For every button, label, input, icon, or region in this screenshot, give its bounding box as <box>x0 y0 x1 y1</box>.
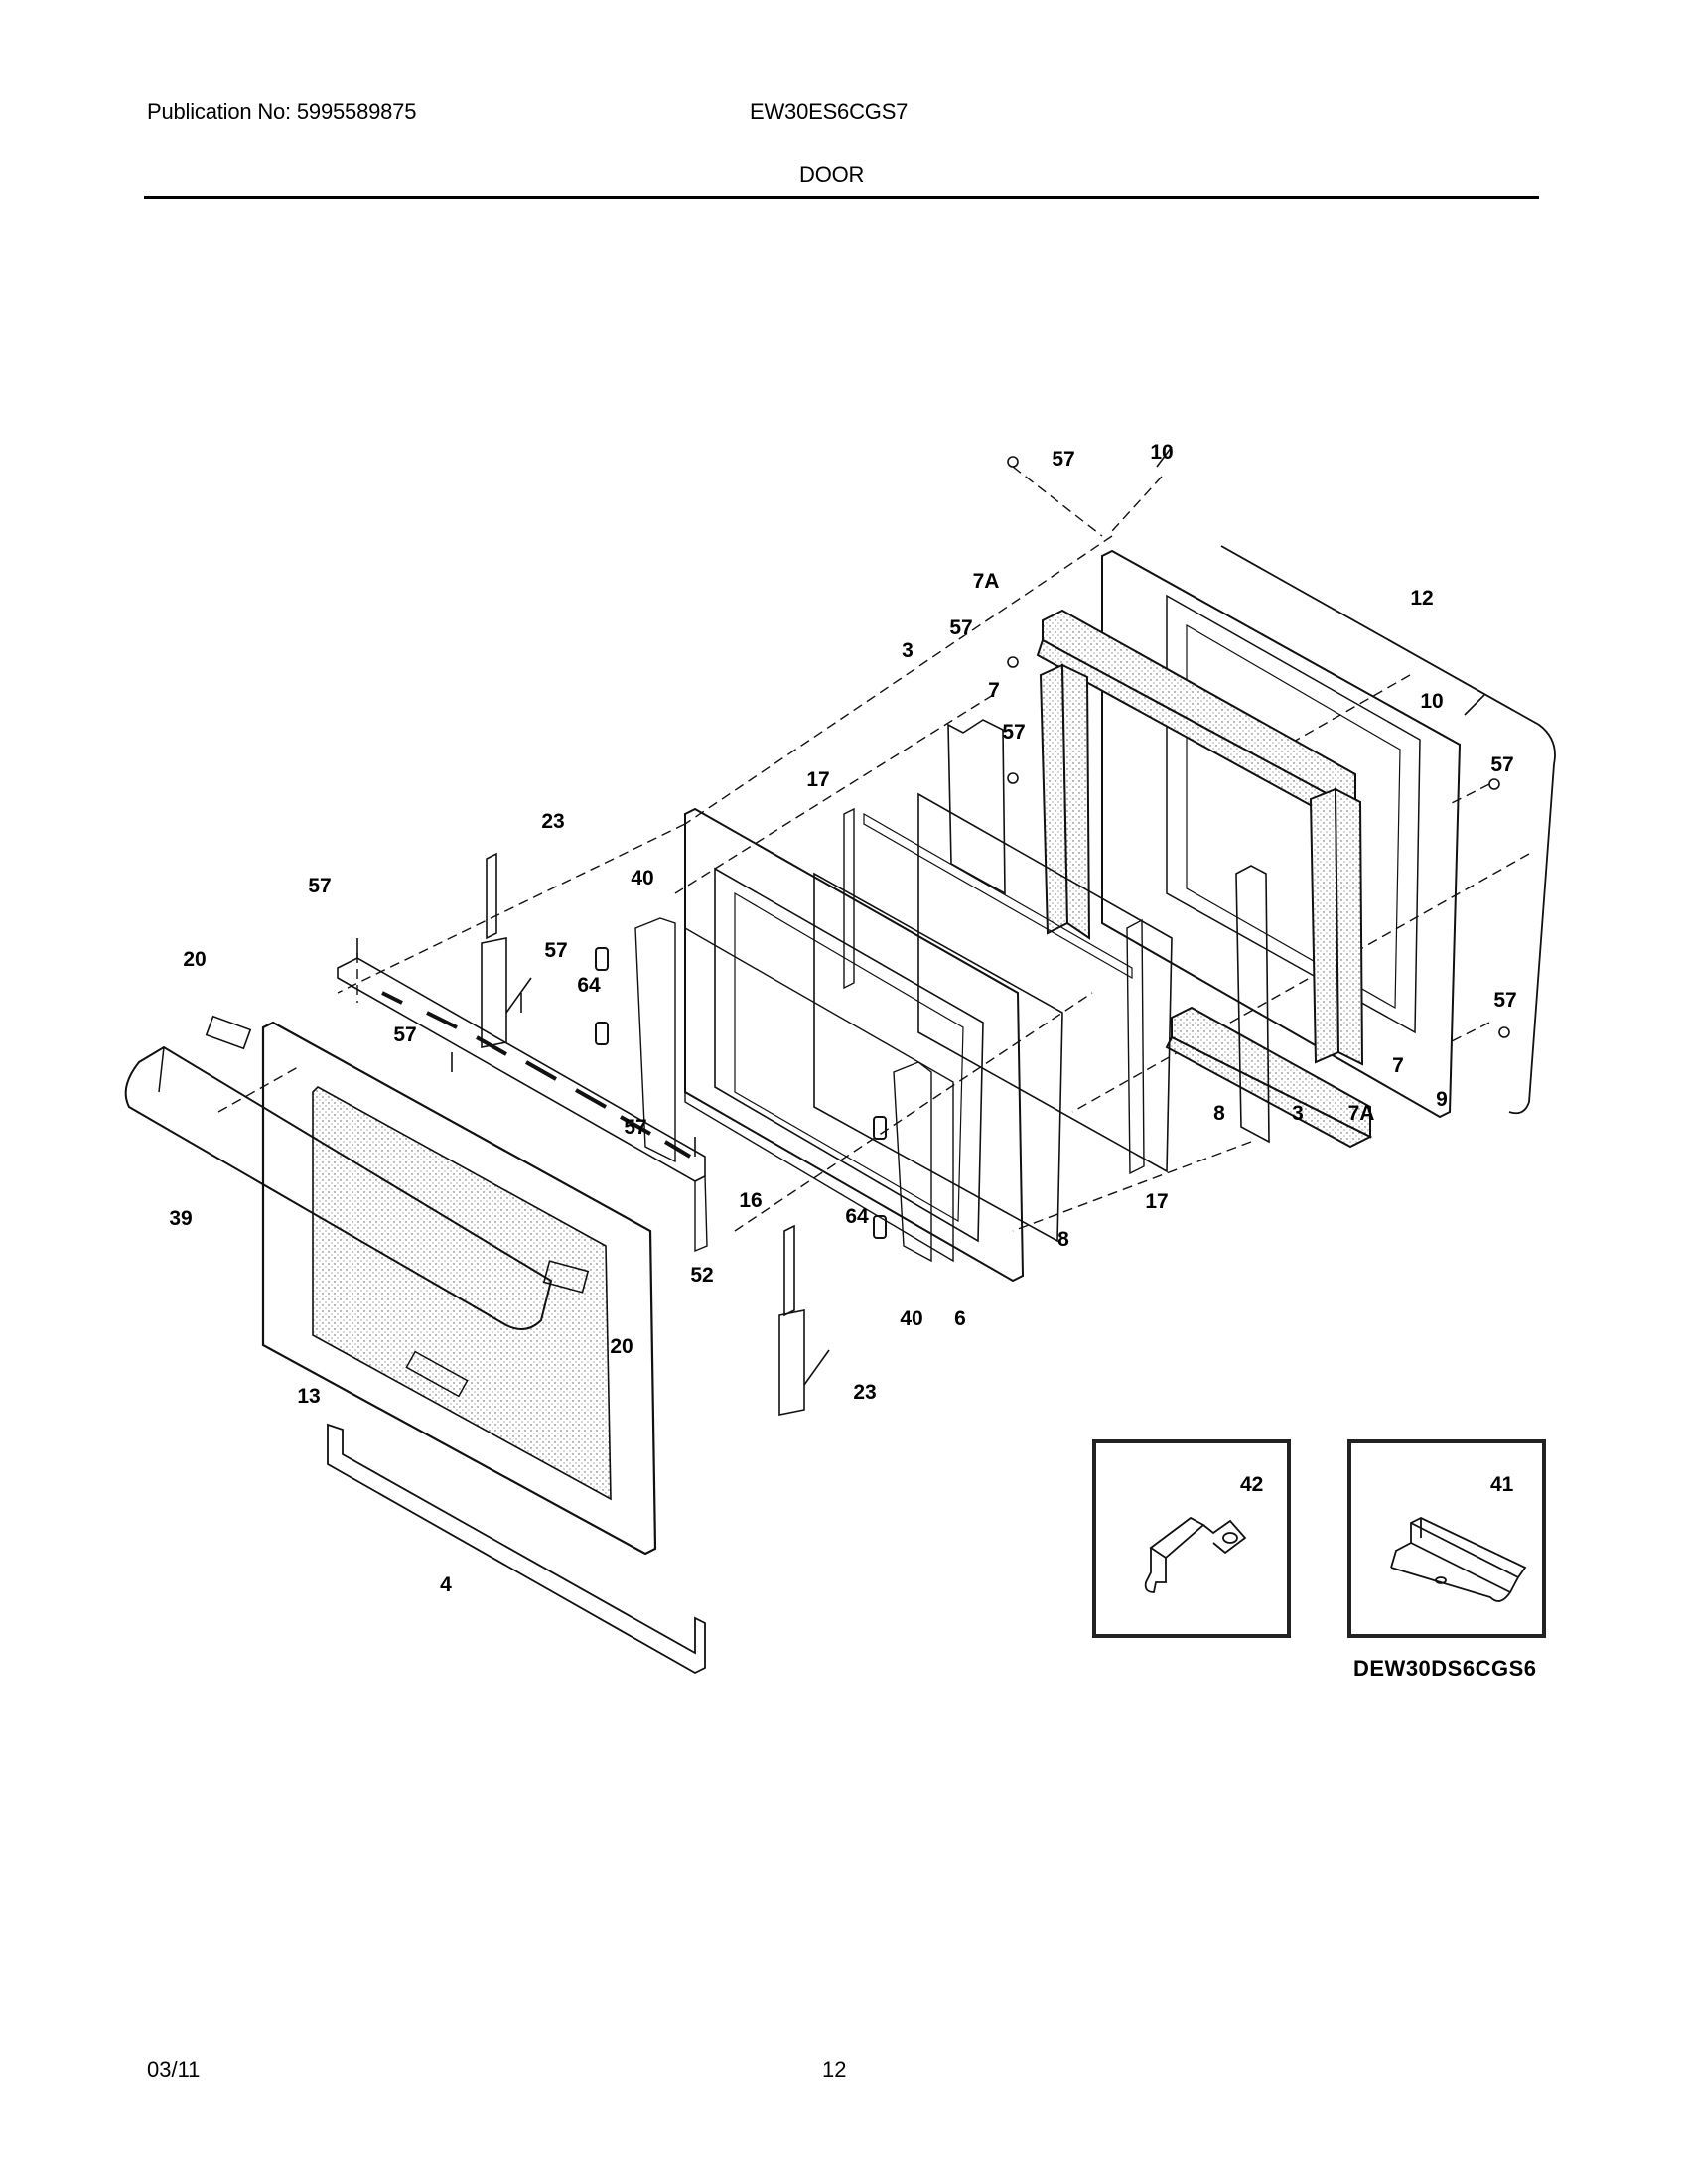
footer-page-number: 12 <box>822 2057 847 2082</box>
part-callout-17: 17 <box>1145 1190 1169 1213</box>
part-callout-7a: 7A <box>972 570 1000 593</box>
part-callout-7a: 7A <box>1347 1102 1375 1125</box>
part-callout-64: 64 <box>845 1205 869 1228</box>
part-callout-57: 57 <box>949 616 973 639</box>
part-callout-7: 7 <box>988 679 1000 702</box>
publication-number: Publication No: 5995589875 <box>147 99 417 124</box>
part-callout-12: 12 <box>1410 587 1434 610</box>
part-callout-10: 10 <box>1150 441 1174 464</box>
part-callout-57: 57 <box>624 1116 647 1139</box>
part-callout-57: 57 <box>1490 753 1514 776</box>
part-callout-9: 9 <box>1436 1088 1448 1111</box>
bracket-icon <box>1144 1516 1247 1593</box>
part-callout-64: 64 <box>577 974 601 997</box>
part-callout-13: 13 <box>297 1385 321 1408</box>
part-callout-52: 52 <box>690 1264 714 1287</box>
section-title: DOOR <box>799 162 865 187</box>
part-callout-40: 40 <box>631 867 654 889</box>
part-callout-3: 3 <box>1292 1102 1304 1125</box>
part-callout-20: 20 <box>610 1335 633 1358</box>
inset-label-42: 42 <box>1240 1473 1264 1496</box>
part-callout-16: 16 <box>739 1189 763 1212</box>
part-callout-23: 23 <box>541 810 565 833</box>
part-callout-57: 57 <box>1493 989 1517 1012</box>
part-callout-8: 8 <box>1213 1102 1225 1125</box>
part-callout-17: 17 <box>806 768 830 791</box>
header-rule <box>144 196 1539 199</box>
inset-label-41: 41 <box>1490 1473 1514 1496</box>
part-callout-3: 3 <box>902 639 914 662</box>
part-callout-23: 23 <box>853 1381 877 1404</box>
model-number: EW30ES6CGS7 <box>750 99 909 124</box>
part-callout-57: 57 <box>308 875 332 897</box>
footer-date: 03/11 <box>147 2057 201 2082</box>
part-callout-57: 57 <box>1052 448 1075 471</box>
part-callout-57: 57 <box>1002 721 1026 744</box>
part-callout-6: 6 <box>954 1307 966 1330</box>
part-callout-57: 57 <box>393 1024 417 1046</box>
part-callout-57: 57 <box>544 939 568 962</box>
part-callout-39: 39 <box>169 1207 193 1230</box>
part-callout-8: 8 <box>1057 1228 1069 1251</box>
part-callout-40: 40 <box>900 1307 923 1330</box>
part-callout-10: 10 <box>1420 690 1444 713</box>
part-callout-7: 7 <box>1392 1054 1404 1077</box>
inset-part-41: 41 <box>1347 1439 1546 1638</box>
inset-part-42: 42 <box>1092 1439 1291 1638</box>
part-callout-4: 4 <box>440 1573 452 1596</box>
channel-bracket-icon <box>1390 1516 1527 1602</box>
part-callout-20: 20 <box>183 948 207 971</box>
inset-model-number: DEW30DS6CGS6 <box>1353 1656 1537 1681</box>
